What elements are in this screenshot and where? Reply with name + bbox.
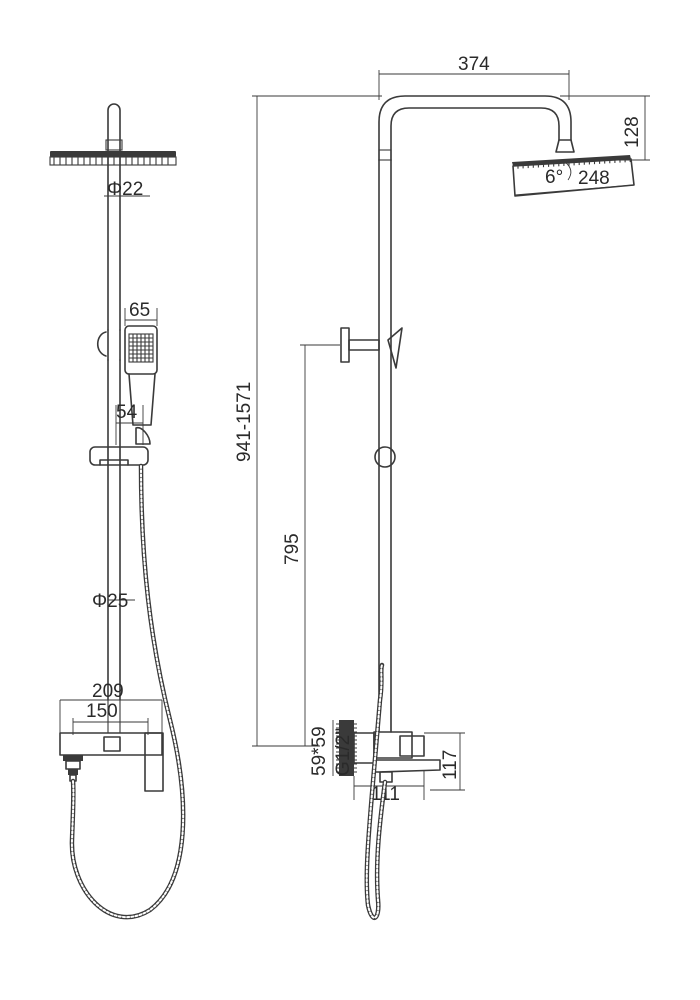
front-slide-holder <box>89 426 151 466</box>
side-slider-knob <box>374 446 396 468</box>
front-rain-shower-head <box>49 151 177 166</box>
side-riser-pipe <box>378 159 392 733</box>
pipe-top-diameter-label: Φ22 <box>107 179 143 200</box>
head-size-label: 248 <box>578 168 610 189</box>
front-hose <box>69 463 186 920</box>
side-head-connector <box>555 139 575 153</box>
side-shower-arm <box>378 95 572 161</box>
front-hand-shower <box>124 325 158 426</box>
front-pipe-top-diameter-dim: Φ22 <box>104 175 150 200</box>
head-drop-label: 128 <box>622 116 643 148</box>
adjustable-height-label: 941-1571 <box>234 382 255 462</box>
flange-size-label: 59*59 <box>309 726 330 776</box>
side-arm-reach-dim: 374 <box>378 54 570 100</box>
side-head-dims: 6° 248 <box>514 161 635 196</box>
side-view: 374 128 941-1571 <box>234 54 650 920</box>
side-arm-joint <box>378 149 392 161</box>
pipe-bottom-diameter-label: Φ25 <box>92 591 128 612</box>
thread-size-label: G1/2" <box>333 728 354 776</box>
front-mixer-total-width-dim: 209 <box>59 681 163 735</box>
front-holder-width-dim: 54 <box>115 402 144 445</box>
side-head-drop-dim: 128 <box>560 95 650 161</box>
arm-reach-label: 374 <box>458 54 490 75</box>
mixer-center-distance-label: 150 <box>86 701 118 722</box>
handset-width-label: 65 <box>129 300 150 321</box>
side-hose <box>364 662 388 920</box>
side-outlet-height-dim: 795 <box>282 344 340 746</box>
front-mixer-center-distance-dim: 150 <box>72 701 149 735</box>
mixer-total-width-label: 209 <box>92 681 124 702</box>
front-head-connector <box>105 139 123 151</box>
side-flange-labels: 59*59 G1/2" <box>309 720 354 776</box>
front-lower-pipe <box>107 359 121 701</box>
front-bracket <box>96 329 121 361</box>
front-handset-width-dim: 65 <box>124 300 158 326</box>
side-adjustable-height-dim: 941-1571 <box>234 95 382 747</box>
side-handset-holder <box>340 327 403 369</box>
side-mixer-height-dim: 117 <box>424 732 465 791</box>
side-spout-length-dim: 111 <box>353 770 425 805</box>
front-pipe-bottom-diameter-dim: Φ25 <box>92 591 135 612</box>
mixer-height-label: 117 <box>440 750 461 780</box>
front-mixer-body <box>59 700 164 792</box>
front-view: Φ22 65 54 <box>49 103 186 920</box>
head-tilt-label: 6° <box>545 167 563 188</box>
front-upper-pipe <box>107 103 121 331</box>
holder-width-label: 54 <box>116 402 138 423</box>
outlet-height-label: 795 <box>282 533 303 565</box>
